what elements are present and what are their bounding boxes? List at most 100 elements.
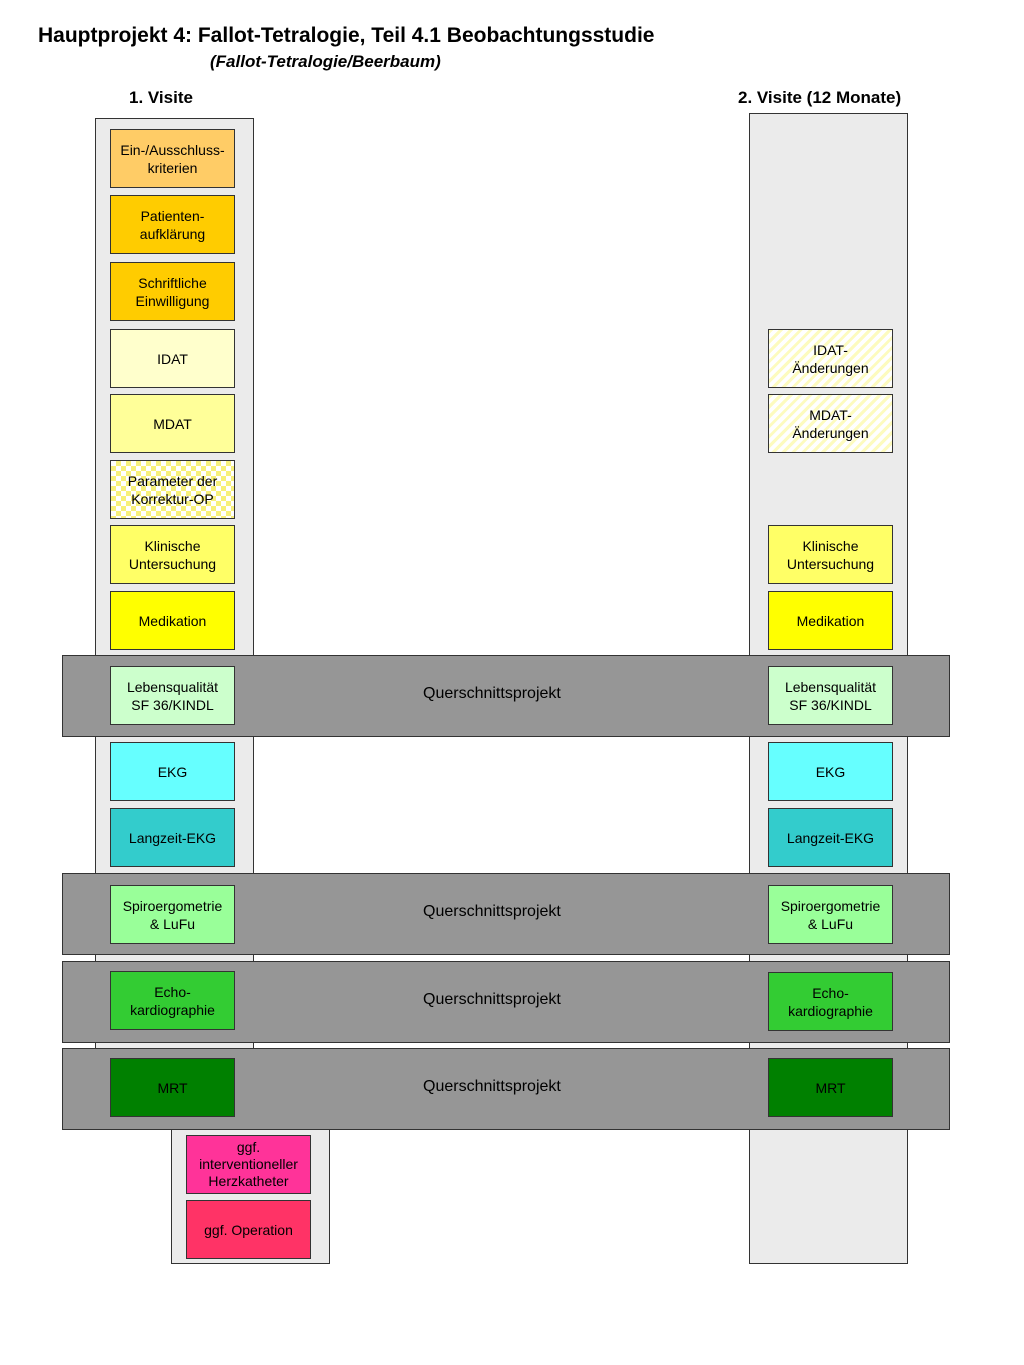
box-label-line: Parameter der: [127, 472, 218, 489]
page-title: Hauptprojekt 4: Fallot-Tetralogie, Teil …: [38, 24, 655, 47]
v1-idat-box: IDAT: [110, 329, 235, 388]
v1-langzeit-ekg-box: Langzeit-EKG: [110, 808, 235, 867]
box-label-line: Spiroergometrie: [122, 897, 223, 914]
band-label-3: Querschnittsprojekt: [423, 991, 561, 1008]
v2-medikation-box: Medikation: [768, 591, 893, 650]
v1-patientenaufklaerung-box: Patienten-aufklärung: [110, 195, 235, 254]
box-label: MDAT: [153, 415, 192, 433]
box-label: MRT: [157, 1079, 187, 1097]
box-label-line: kardiographie: [130, 1001, 215, 1018]
box-label-line: EKG: [815, 763, 846, 780]
box-label-line: Langzeit-EKG: [786, 829, 875, 846]
v2-ekg-box: EKG: [768, 742, 893, 801]
box-label-line: ggf.: [236, 1139, 261, 1155]
box-label-line: Änderungen: [792, 359, 869, 376]
box-label-line: kardiographie: [788, 1002, 873, 1019]
band-label-4: Querschnittsprojekt: [423, 1078, 561, 1095]
box-label: Medikation: [139, 612, 207, 630]
box-label-line: EKG: [157, 763, 188, 780]
v2-idat-aenderungen-box: IDAT-Änderungen: [768, 329, 893, 388]
v2-mdat-aenderungen-box: MDAT-Änderungen: [768, 394, 893, 453]
box-label: IDAT-Änderungen: [792, 341, 868, 377]
v2-langzeit-ekg-box: Langzeit-EKG: [768, 808, 893, 867]
box-label: MRT: [815, 1079, 845, 1097]
v1-medikation-box: Medikation: [110, 591, 235, 650]
box-label-line: Spiroergometrie: [780, 897, 881, 914]
box-label-line: Herzkatheter: [208, 1173, 289, 1189]
box-label: MDAT-Änderungen: [792, 406, 868, 442]
v2-echokardiographie-box: Echo-kardiographie: [768, 972, 893, 1031]
box-label-line: IDAT-: [813, 341, 848, 358]
box-label-line: MRT: [157, 1079, 188, 1096]
box-label-line: Patienten-: [140, 207, 205, 224]
box-label-line: SF 36/KINDL: [789, 696, 872, 713]
box-label-line: Klinische: [802, 537, 859, 554]
box-label-line: interventioneller: [199, 1156, 298, 1172]
box-label: Ein-/Ausschluss-kriterien: [120, 141, 224, 177]
v1-operation-box: ggf. Operation: [186, 1200, 311, 1259]
box-label: Spiroergometrie& LuFu: [123, 897, 223, 933]
column-header-visit-2: 2. Visite (12 Monate): [738, 88, 902, 107]
box-label: Spiroergometrie& LuFu: [781, 897, 881, 933]
v1-echokardiographie-box: Echo-kardiographie: [110, 971, 235, 1030]
box-label-line: Medikation: [796, 612, 865, 629]
box-label-line: Lebensqualität: [784, 678, 877, 695]
box-label-line: MDAT: [153, 415, 192, 432]
box-label: Langzeit-EKG: [129, 829, 216, 847]
box-label: Echo-kardiographie: [130, 983, 215, 1019]
band-label-2: Querschnittsprojekt: [423, 903, 561, 920]
box-label-line: aufklärung: [139, 225, 206, 242]
page-subtitle: (Fallot-Tetralogie/Beerbaum): [210, 52, 441, 71]
box-label: Echo-kardiographie: [788, 984, 873, 1020]
box-label-line: Klinische: [144, 537, 201, 554]
v1-spiroergometrie-box: Spiroergometrie& LuFu: [110, 885, 235, 944]
v2-mrt-box: MRT: [768, 1058, 893, 1117]
box-label-line: Änderungen: [792, 424, 869, 441]
box-label: Medikation: [797, 612, 865, 630]
box-label: Langzeit-EKG: [787, 829, 874, 847]
v1-einschlusskriterien-box: Ein-/Ausschluss-kriterien: [110, 129, 235, 188]
v1-mdat-box: MDAT: [110, 394, 235, 453]
box-label-line: MDAT-: [809, 406, 852, 423]
box-label-line: Echo-: [812, 984, 849, 1001]
v1-ekg-box: EKG: [110, 742, 235, 801]
box-label-line: kriterien: [147, 159, 198, 176]
box-label: IDAT: [157, 350, 188, 368]
v1-mrt-box: MRT: [110, 1058, 235, 1117]
box-label-line: Lebensqualität: [126, 678, 219, 695]
box-label: ggf. Operation: [204, 1221, 293, 1239]
box-label-line: Untersuchung: [786, 555, 875, 572]
box-label-line: SF 36/KINDL: [131, 696, 214, 713]
box-label: EKG: [816, 763, 846, 781]
v2-spiroergometrie-box: Spiroergometrie& LuFu: [768, 885, 893, 944]
box-label-line: Ein-/Ausschluss-: [120, 141, 225, 158]
box-label-line: Untersuchung: [128, 555, 217, 572]
band-label-1: Querschnittsprojekt: [423, 685, 561, 702]
box-label-line: MRT: [815, 1079, 846, 1096]
column-header-visit-1: 1. Visite: [129, 88, 193, 107]
box-label-line: Korrektur-OP: [131, 490, 214, 507]
box-label: Patienten-aufklärung: [140, 207, 205, 243]
box-label-line: ggf. Operation: [204, 1221, 293, 1238]
box-label-line: Echo-: [154, 983, 191, 1000]
box-label-line: Medikation: [138, 612, 207, 629]
box-label-line: IDAT: [157, 350, 188, 367]
box-label-line: Einwilligung: [135, 292, 210, 309]
box-label-line: Schriftliche: [138, 274, 207, 291]
box-label-line: & LuFu: [807, 915, 854, 932]
box-label-line: & LuFu: [149, 915, 196, 932]
box-label: EKG: [158, 763, 188, 781]
